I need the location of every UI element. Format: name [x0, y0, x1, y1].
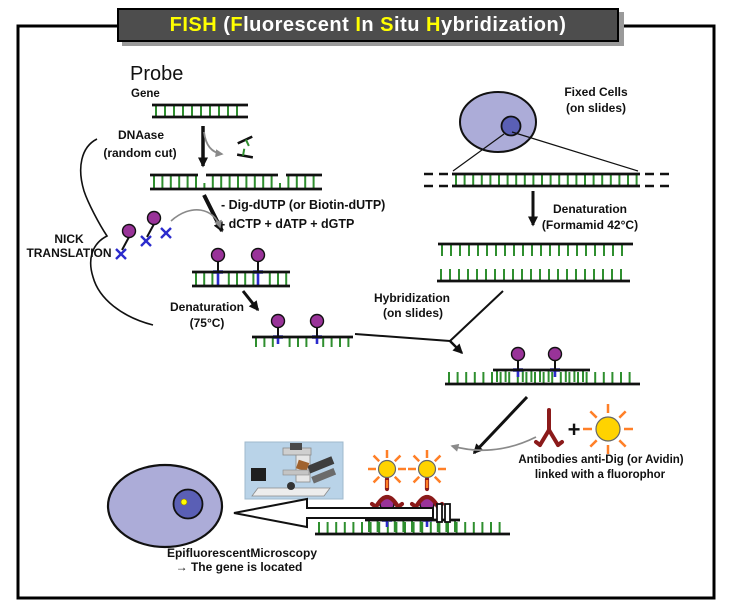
fluorophore-rays [583, 404, 633, 454]
title-segment: ( [217, 13, 231, 36]
dnaase-sub-label: (random cut) [103, 146, 176, 160]
title-segment: FISH [169, 13, 218, 36]
labeled-nucleotide-icon [115, 223, 137, 260]
microscopy-label: EpifluorescentMicroscopy [167, 546, 317, 560]
final-target-strand [315, 522, 510, 536]
dig-tag-icon [270, 313, 325, 336]
denaturation-cells-label: Denaturation [553, 202, 627, 216]
nick-translation-label2: TRANSLATION [26, 246, 111, 260]
plus-sign: + [568, 417, 581, 442]
probe-section-label: Probe [130, 63, 183, 85]
denaturation-probe-label: Denaturation [170, 300, 244, 314]
microscopy-result-label: → The gene is located [176, 560, 303, 574]
denaturation-cells-sub: (Formamid 42°C) [542, 218, 638, 232]
nucleotide-cross-icon [160, 227, 172, 239]
title-segment: H [426, 13, 441, 36]
title-segment: F [230, 13, 244, 36]
title-segment: luorescent [243, 13, 356, 36]
cell-icon [459, 91, 537, 153]
hybridized-target-strand [445, 372, 640, 386]
curly-brace [80, 138, 154, 326]
labeled-nucleotide-icon [140, 210, 162, 247]
title-segment: ybridization) [440, 13, 567, 36]
antibody-label: Antibodies anti-Dig (or Avidin) [518, 454, 683, 466]
denaturation-probe-sub: (75°C) [190, 316, 225, 330]
denatured-probe-strand [252, 335, 353, 347]
dntp-label: - dCTP + dATP + dGTP [221, 217, 354, 231]
title-segment: I [355, 13, 362, 36]
dig-tag-icon [510, 346, 563, 369]
fluorophore-icon [583, 404, 633, 454]
fluorophore-icon [377, 459, 397, 479]
hybridized-probe-strand [493, 368, 590, 382]
nick-translation-label: NICK [54, 232, 84, 246]
dna-fragment-icon [236, 148, 254, 159]
dig-tag-icon [210, 247, 266, 271]
hybridization-line-right [449, 290, 504, 342]
antibody-binding-arrow [450, 436, 537, 452]
gene-signal-dot [180, 498, 188, 506]
result-block-arrow-icon [233, 497, 451, 529]
fluorophore-rays [368, 450, 406, 488]
cell-dna-ladder [452, 172, 640, 188]
dna-continuation-dashes [424, 172, 669, 188]
title-segment: itu [394, 13, 427, 36]
nucleus-zoom-line [452, 133, 505, 172]
gene-label: Gene [131, 88, 160, 100]
title-segment: S [380, 13, 395, 36]
microscope-image [244, 441, 344, 500]
dig-dutp-label: - Dig-dUTP (or Biotin-dUTP) [221, 198, 385, 212]
nucleus-zoom-line [511, 131, 639, 172]
fixed-cells-label: Fixed Cells [564, 85, 628, 99]
title-segment: n [361, 13, 381, 36]
denaturation-probe-arrow [241, 290, 260, 312]
antibody-icon [534, 408, 564, 447]
antibody-sub-label: linked with a fluorophor [535, 469, 666, 481]
result-cell-icon [106, 463, 224, 549]
denatured-cell-strand-bottom [437, 269, 630, 283]
cut-fragments-arrow [203, 131, 224, 158]
incorporation-arrow [170, 209, 222, 229]
hybridization-label: Hybridization [374, 291, 450, 305]
hybridization-arrow [449, 340, 464, 355]
fixed-cells-sub: (on slides) [566, 101, 626, 115]
dnaase-label: DNAase [118, 128, 164, 142]
denatured-cell-strand-top [438, 242, 633, 256]
nicked-dna-ladder [150, 173, 322, 191]
labeled-dna-ladder [192, 270, 290, 288]
hybridization-line-left [354, 333, 451, 342]
hybridization-sub: (on slides) [383, 306, 443, 320]
fluorophore-icon [417, 459, 437, 479]
nucleus-icon [172, 488, 204, 520]
detection-arrow [472, 395, 529, 455]
fluorophore-rays [408, 450, 446, 488]
gene-dna-ladder [152, 103, 248, 119]
dna-fragment-icon [237, 135, 253, 147]
